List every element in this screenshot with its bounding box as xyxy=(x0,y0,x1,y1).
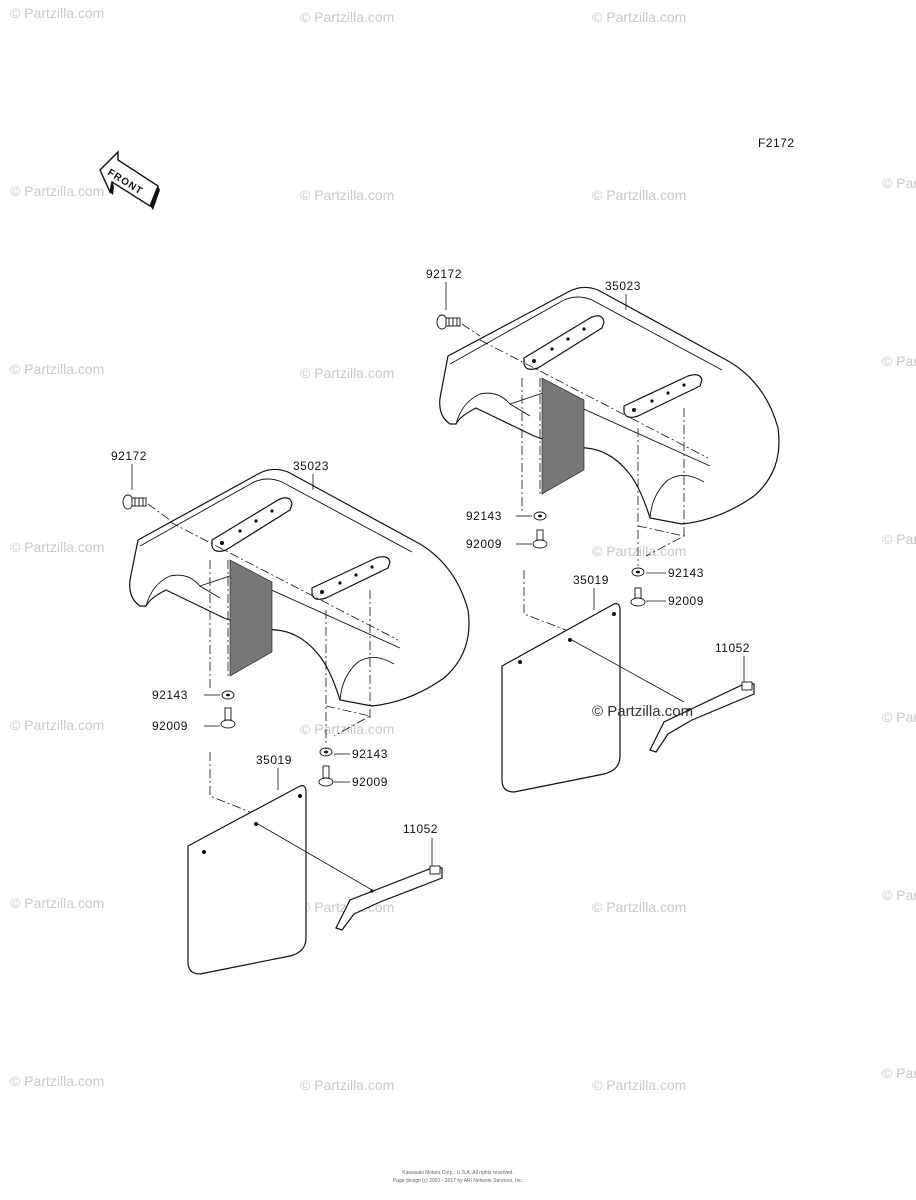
washer-92143-right-front xyxy=(533,511,547,521)
fender-right xyxy=(439,286,780,525)
label-11052-left: 11052 xyxy=(403,822,438,836)
watermark: © Partzilla.com xyxy=(10,1073,104,1089)
mud-flap-right xyxy=(501,603,621,793)
screw-92009-left-front xyxy=(220,707,236,729)
watermark: © Partzilla.com xyxy=(300,1077,394,1093)
label-35019-left: 35019 xyxy=(256,753,292,767)
label-11052-right: 11052 xyxy=(715,641,750,655)
watermark: © Partzilla.com xyxy=(300,9,394,25)
label-92009-left-front: 92009 xyxy=(152,719,188,733)
label-35019-right: 35019 xyxy=(573,573,609,587)
left-fender-assembly: 92172 35023 92143 92009 92143 92009 3501 xyxy=(111,449,470,975)
bracket-11052-left xyxy=(335,867,443,931)
watermark: © Partzilla.com xyxy=(10,895,104,911)
label-35023-left: 35023 xyxy=(293,459,329,473)
watermark: © Partzilla.com xyxy=(592,9,686,25)
watermark: © Partzilla.com xyxy=(882,1065,916,1081)
watermark: © Partzilla.com xyxy=(882,887,916,903)
watermark: © Partzilla.com xyxy=(592,187,686,203)
watermark: © Partzilla.com xyxy=(882,175,916,191)
watermark: © Partzilla.com xyxy=(882,531,916,547)
watermark: © Partzilla.com xyxy=(592,899,686,915)
label-92172-right: 92172 xyxy=(426,267,462,281)
right-fender-assembly: 92172 35023 92143 92009 92143 92009 3501… xyxy=(426,267,780,793)
watermark-overlay: © Partzilla.com xyxy=(592,703,693,720)
watermark: © Partzilla.com xyxy=(10,717,104,733)
bolt-92172-left xyxy=(122,494,171,521)
front-arrow-icon: FRONT xyxy=(99,150,160,210)
label-92009-right-rear: 92009 xyxy=(668,594,704,608)
label-92009-right-front: 92009 xyxy=(466,537,502,551)
watermark: © Partzilla.com xyxy=(592,543,686,559)
watermark: © Partzilla.com xyxy=(10,361,104,377)
screw-92009-right-rear xyxy=(630,587,646,607)
mud-flap-left xyxy=(187,785,307,975)
watermark: © Partzilla.com xyxy=(10,183,104,199)
watermark: © Partzilla.com xyxy=(882,709,916,725)
fender-left xyxy=(129,468,470,707)
watermark: © Partzilla.com xyxy=(10,539,104,555)
label-92009-left-rear: 92009 xyxy=(352,775,388,789)
label-35023-right: 35023 xyxy=(605,279,641,293)
watermark: © Partzilla.com xyxy=(300,365,394,381)
washer-92143-left-front xyxy=(221,690,235,700)
watermark: © Partzilla.com xyxy=(592,1077,686,1093)
bracket-11052-right xyxy=(649,683,755,753)
label-92143-left-front: 92143 xyxy=(152,688,188,702)
bolt-92172-right xyxy=(436,314,481,337)
footer-line-2: Page design (c) 2001 - 2017 by ARI Netwo… xyxy=(393,1178,523,1184)
diagram-code: F2172 xyxy=(758,136,795,150)
label-92143-right-rear: 92143 xyxy=(668,566,704,580)
watermark: © Partzilla.com xyxy=(300,187,394,203)
watermark-layer: © Partzilla.com © Partzilla.com © Partzi… xyxy=(10,5,916,1093)
watermark: © Partzilla.com xyxy=(10,5,104,21)
footer-line-1: Kawasaki Motors Corp., U.S.A. All rights… xyxy=(402,1170,513,1176)
label-92143-left-rear: 92143 xyxy=(352,747,388,761)
washer-92143-left-rear xyxy=(319,747,333,757)
screw-92009-left-rear xyxy=(318,765,334,787)
washer-92143-right-rear xyxy=(631,567,645,577)
screw-92009-right-front xyxy=(532,529,548,549)
watermark: © Partzilla.com xyxy=(882,353,916,369)
label-92143-right-front: 92143 xyxy=(466,509,502,523)
label-92172-left: 92172 xyxy=(111,449,147,463)
